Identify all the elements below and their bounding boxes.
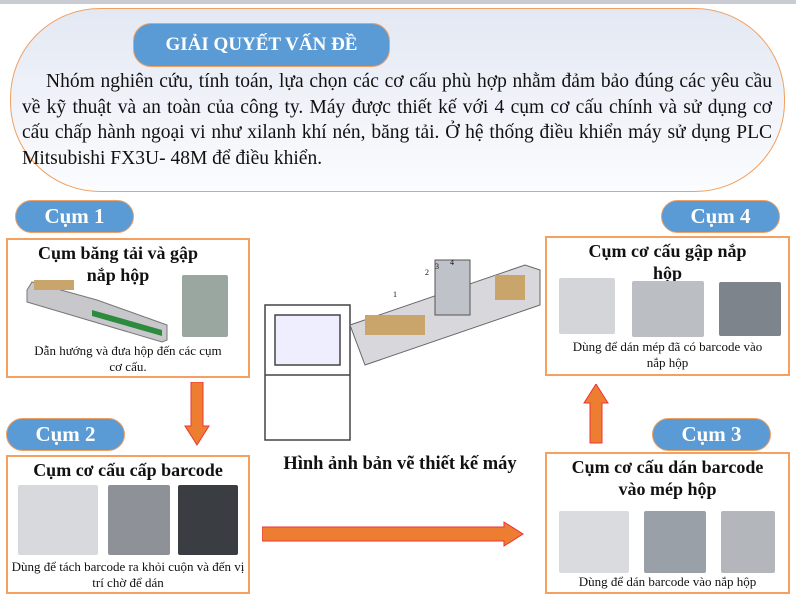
cluster-1-box: Cụm băng tải và gập nắp hộp Dẫn hướng và… bbox=[6, 238, 250, 378]
top-bar bbox=[0, 0, 796, 4]
folder-photo-image bbox=[719, 282, 781, 336]
cluster-2-heading: Cụm cơ cấu cấp barcode bbox=[33, 460, 223, 480]
part-number-4: 4 bbox=[450, 258, 454, 267]
cluster-3-label: Cụm 3 bbox=[652, 418, 771, 451]
applicator-photo-image bbox=[721, 511, 775, 573]
cluster-4-caption: Dùng để dán mép đã có barcode vào nắp hộ… bbox=[572, 339, 763, 370]
cluster-3-box: Cụm cơ cấu dán barcode vào mép hộp Dùng … bbox=[545, 452, 790, 594]
conveyor-photo-image bbox=[182, 275, 228, 337]
arrow-up-icon bbox=[583, 384, 609, 444]
part-number-3: 3 bbox=[435, 262, 439, 271]
cluster-1-caption: Dẫn hướng và đưa hộp đến các cụm cơ cấu. bbox=[34, 343, 222, 374]
part-number-2: 2 bbox=[425, 268, 429, 277]
arrow-right-icon bbox=[262, 521, 524, 547]
servo-driver-image bbox=[178, 485, 238, 555]
machine-design-drawing bbox=[264, 259, 541, 441]
cluster-4-label: Cụm 4 bbox=[661, 200, 780, 233]
arrow-down-icon bbox=[184, 382, 210, 446]
cluster-1-label: Cụm 1 bbox=[15, 200, 134, 233]
cluster-4-heading: Cụm cơ cấu gập nắp hộp bbox=[588, 241, 747, 283]
part-number-1: 1 bbox=[393, 290, 397, 299]
cluster-2-label: Cụm 2 bbox=[6, 418, 125, 451]
folder-mechanism-image bbox=[632, 281, 704, 337]
applicator-drawing-image bbox=[559, 511, 629, 573]
cluster-3-heading: Cụm cơ cấu dán barcode vào mép hộp bbox=[571, 457, 764, 499]
cluster-1-heading: Cụm băng tải và gập nắp hộp bbox=[37, 243, 199, 285]
conveyor-drawing-image bbox=[26, 280, 168, 343]
center-caption: Hình ảnh bản vẽ thiết kế máy bbox=[283, 454, 517, 474]
cluster-2-box: Cụm cơ cấu cấp barcode Dùng để tách barc… bbox=[6, 455, 250, 594]
barcode-feeder-drawing-image bbox=[18, 485, 98, 555]
cluster-2-caption: Dùng để tách barcode ra khỏi cuộn và đến… bbox=[11, 559, 245, 590]
folder-drawing-image bbox=[559, 278, 615, 334]
cluster-4-box: Cụm cơ cấu gập nắp hộp Dùng để dán mép đ… bbox=[545, 236, 790, 376]
barcode-roller-photo-image bbox=[108, 485, 170, 555]
cluster-3-caption: Dùng để dán barcode vào nắp hộp bbox=[578, 574, 757, 589]
solution-paragraph: Nhóm nghiên cứu, tính toán, lựa chọn các… bbox=[22, 71, 772, 169]
applicator-roller-photo-image bbox=[644, 511, 706, 573]
section-title: GIẢI QUYẾT VẤN ĐỀ bbox=[133, 23, 390, 67]
